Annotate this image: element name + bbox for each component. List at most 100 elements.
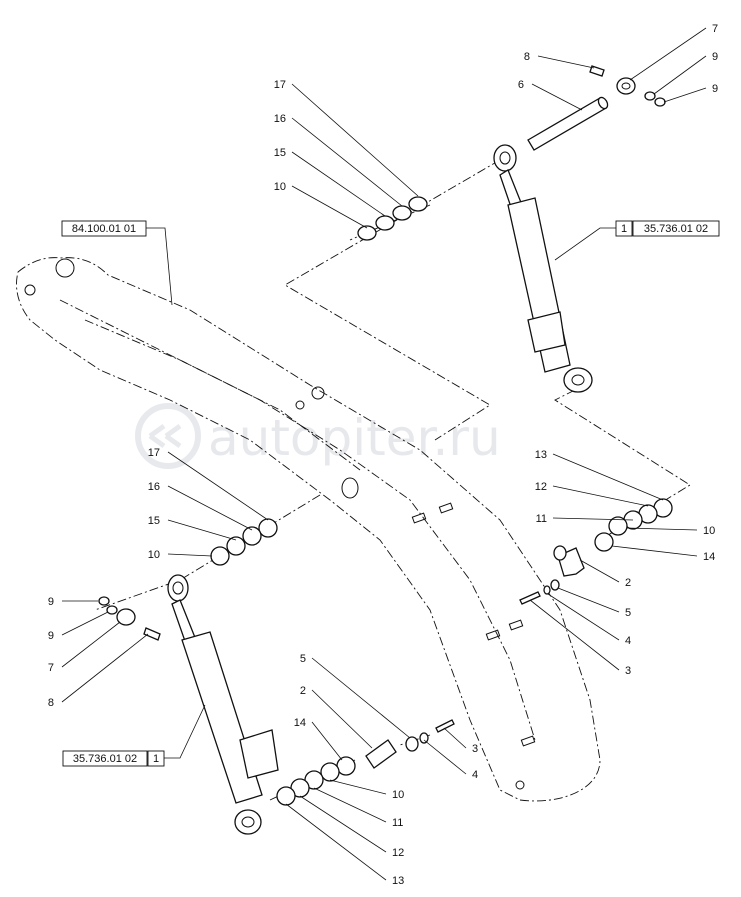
bolt-3-right (519, 591, 541, 605)
leader-14-right (611, 545, 698, 557)
hydraulic-cylinder-right (493, 144, 593, 393)
callout-3-right: 3 (625, 665, 631, 677)
callout-9-left-a: 9 (48, 596, 54, 608)
right-pin-group (519, 498, 673, 605)
boom-pivot-hole (55, 258, 75, 278)
callout-10-upper: 10 (274, 181, 286, 193)
cylinder-right-clamp (527, 311, 566, 353)
leader-17-middle (167, 451, 269, 521)
pin-6-end (597, 96, 609, 110)
leader-12-right (552, 485, 649, 507)
leader-7-upper (629, 27, 707, 81)
hydraulic-cylinder-left (167, 574, 279, 835)
upper-fasteners (589, 65, 666, 107)
nut-9-upper-b (654, 97, 666, 107)
washer-15-middle (226, 536, 246, 556)
leader-11-bottom (313, 787, 387, 823)
callout-12-right: 12 (535, 481, 547, 493)
callout-10-middle: 10 (148, 549, 160, 561)
callout-14-bottom: 14 (294, 717, 306, 729)
leader-15-upper (291, 151, 386, 217)
washer-5-right (550, 579, 560, 591)
callout-2-bottom: 2 (300, 685, 306, 697)
ref-code-frame-left (62, 750, 148, 767)
cylinder-left-clamp (239, 729, 279, 779)
leader-8-upper (537, 55, 595, 69)
middle-washers (210, 518, 278, 566)
callout-6: 6 (518, 79, 524, 91)
washer-10-right (608, 516, 628, 536)
leader-cylinder-right-ref (554, 227, 616, 261)
washer-15-upper (375, 215, 395, 231)
callout-14-right: 14 (703, 551, 715, 563)
callout-8-left: 8 (48, 697, 54, 709)
pin-upper (527, 96, 609, 151)
ref-qty-frame-right (615, 220, 633, 237)
bushing-7-upper (616, 77, 636, 95)
ref-box-cylinder-right[interactable]: 1 35.736.01 02 (554, 220, 720, 261)
ref-code-left: 35.736.01 02 (73, 753, 137, 765)
leader-13-right (552, 453, 664, 501)
callout-7-upper: 7 (712, 23, 718, 35)
leader-5-bottom (311, 657, 411, 739)
ref-box-boom[interactable]: 84.100.01 01 (61, 220, 173, 306)
cylinder-right-base-eye (563, 367, 593, 393)
callout-leaders (61, 27, 707, 881)
leader-3-right (529, 599, 620, 671)
washer-4-right (543, 585, 551, 595)
boom-slot-2 (438, 502, 454, 514)
pin-6-body (527, 97, 607, 151)
callout-11-right: 11 (536, 513, 547, 525)
pin-2-right-head (553, 545, 567, 561)
callout-10-right: 10 (703, 525, 715, 537)
ref-box-cylinder-left[interactable]: 35.736.01 02 1 (62, 704, 206, 767)
cylinder-left-base-eye (234, 809, 262, 835)
callout-10-bottom: 10 (392, 789, 404, 801)
callout-13-bottom: 13 (392, 875, 404, 887)
boom-mid-hole (341, 477, 359, 499)
callout-7-left: 7 (48, 662, 54, 674)
cylinder-right-rod-eye-bore (499, 151, 511, 165)
boom-slot-3 (485, 629, 501, 641)
boom-slot-4 (508, 619, 524, 631)
ref-code-right: 35.736.01 02 (644, 223, 708, 235)
bushing-7-upper-bore (621, 82, 631, 90)
washer-17-middle (258, 518, 278, 538)
leader-10-upper (291, 185, 368, 229)
leader-8-left (61, 633, 149, 703)
leader-13-bottom (285, 803, 387, 881)
bolt-8-left (143, 627, 161, 641)
watermark: autopiter.ru (135, 403, 501, 469)
boom-small-hole (24, 284, 36, 296)
nut-9-left-a (98, 596, 110, 606)
leader-2-bottom (311, 689, 373, 749)
leader-15-middle (167, 519, 237, 541)
callout-12-bottom: 12 (392, 847, 404, 859)
spacer-14-right (594, 532, 614, 552)
leader-16-upper (291, 117, 403, 207)
leader-11-right (552, 517, 634, 521)
leader-7-left (61, 621, 121, 668)
leader-5-right (557, 587, 620, 613)
cylinder-right-rod-eye (493, 144, 517, 172)
leader-boom-ref (146, 227, 173, 306)
boom-slot-5 (520, 735, 536, 747)
callout-13-right: 13 (535, 449, 547, 461)
boom-inner-edge (59, 299, 536, 741)
callout-numbers: 8 7 9 9 6 17 16 15 10 13 12 11 10 14 2 5… (48, 23, 718, 887)
bolt-8-upper (589, 65, 605, 77)
leader-3-bottom (443, 727, 467, 749)
leader-2-right (579, 559, 620, 583)
assembly-guide-lines (94, 159, 691, 801)
washer-16-middle (242, 526, 262, 546)
boom-outline (16, 257, 601, 802)
upper-washers (357, 196, 428, 241)
cylinder-left-barrel (181, 631, 263, 804)
callout-9-upper-b: 9 (712, 83, 718, 95)
callout-15-middle: 15 (148, 515, 160, 527)
boom-slot-1 (411, 512, 427, 524)
guide-middle-washers (94, 494, 321, 611)
callout-17-upper: 17 (274, 79, 286, 91)
leader-10-right (626, 527, 698, 531)
